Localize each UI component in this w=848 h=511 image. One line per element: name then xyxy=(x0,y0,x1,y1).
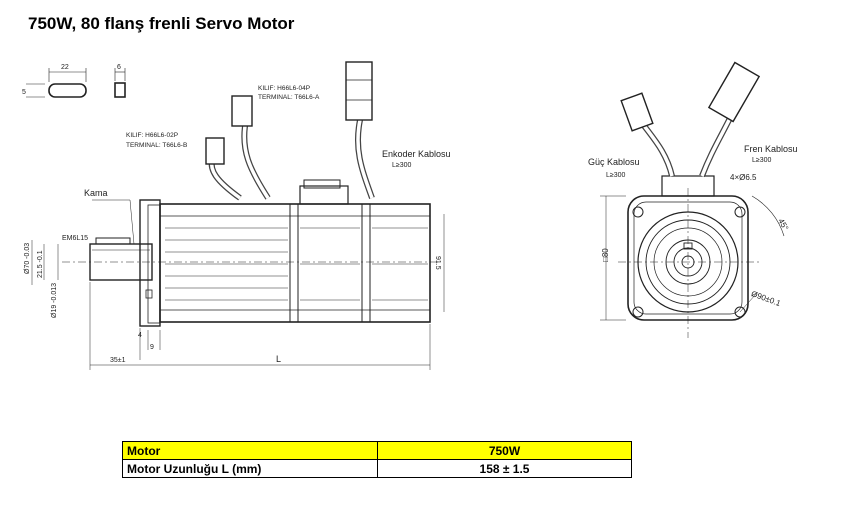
table-cell: 158 ± 1.5 xyxy=(377,459,632,478)
kilif-top-label: KILIF: H66L6-04P xyxy=(258,85,310,92)
sq80-label: □80 xyxy=(601,248,610,262)
enkoder-length-label: L≥300 xyxy=(392,162,412,169)
dim-35-label: 35±1 xyxy=(110,357,126,364)
motor-front-view xyxy=(600,61,785,338)
key-detail: 22 5 6 xyxy=(22,64,126,98)
d90-label: Ø90±0.1 xyxy=(750,289,782,308)
motor-side-view xyxy=(31,61,445,370)
terminal-left-label: TERMINAL: T66L6-B xyxy=(126,142,187,149)
table-header-cell: 750W xyxy=(377,441,632,460)
table-cell: Motor Uzunluğu L (mm) xyxy=(122,459,378,478)
kama-label: Kama xyxy=(84,188,108,198)
enkoder-label: Enkoder Kablosu xyxy=(382,149,451,159)
angle-label: 45° xyxy=(776,217,790,232)
terminal-top-label: TERMINAL: T66L6-A xyxy=(258,94,320,101)
key-height-label: 5 xyxy=(22,89,26,96)
guc-label: Güç Kablosu xyxy=(588,157,640,167)
kilif-left-label: KILIF: H66L6-02P xyxy=(126,132,178,139)
d70-label: Ø70 -0.03 xyxy=(24,243,31,274)
thread-label: EM6L15 xyxy=(62,235,88,242)
dim-915-label: 91.5 xyxy=(434,256,441,270)
d215-label: 21.5 -0.1 xyxy=(37,250,44,278)
dim-4-label: 4 xyxy=(138,332,142,339)
table-header-row: Motor 750W xyxy=(122,441,632,460)
dim-9-label: 9 xyxy=(150,344,154,351)
dim-L-label: L xyxy=(276,354,281,364)
d19-label: Ø19 -0.013 xyxy=(51,283,58,318)
fren-label: Fren Kablosu xyxy=(744,144,798,154)
key-length-label: 22 xyxy=(61,64,69,71)
table-row: Motor Uzunluğu L (mm) 158 ± 1.5 xyxy=(122,459,632,478)
page-title: 750W, 80 flanş frenli Servo Motor xyxy=(28,14,295,33)
motor-drawing: 22 5 6 xyxy=(22,61,798,370)
guc-length-label: L≥300 xyxy=(606,172,626,179)
key-width-label: 6 xyxy=(117,64,121,71)
holes-label: 4×Ø6.5 xyxy=(730,173,757,182)
spec-table: Motor 750W Motor Uzunluğu L (mm) 158 ± 1… xyxy=(122,441,632,478)
table-header-cell: Motor xyxy=(122,441,378,460)
fren-length-label: L≥300 xyxy=(752,157,772,164)
